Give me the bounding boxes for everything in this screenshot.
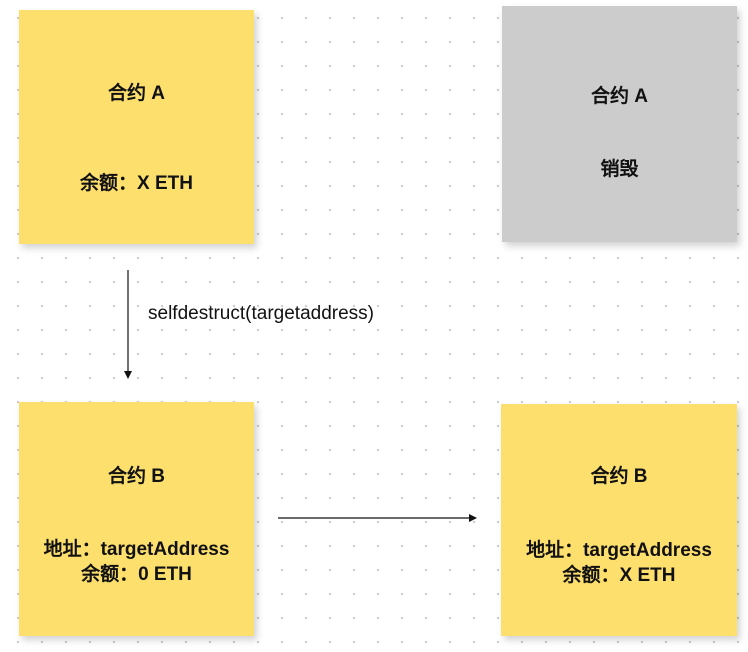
selfdestruct-label: selfdestruct(targetaddress) <box>148 303 374 324</box>
contract-b-after-note: 合约 B 地址：targetAddress 余额：X ETH <box>501 404 737 636</box>
contract-b-after-title: 合约 B <box>590 466 648 487</box>
contract-a-destroyed-title: 合约 A <box>590 86 648 107</box>
contract-b-note: 合约 B 地址：targetAddress 余额：0 ETH <box>19 402 254 636</box>
contract-b-after-balance: 余额：X ETH <box>562 565 676 586</box>
contract-a-destroyed-status: 销毁 <box>600 159 639 180</box>
contract-a-title: 合约 A <box>107 83 165 104</box>
contract-b-address: 地址：targetAddress <box>43 539 230 560</box>
contract-b-title: 合约 B <box>107 466 165 487</box>
contract-a-destroyed-note: 合约 A 销毁 <box>502 6 737 242</box>
contract-b-after-address: 地址：targetAddress <box>526 540 712 561</box>
contract-a-balance: 余额：X ETH <box>80 173 193 194</box>
contract-a-note: 合约 A 余额：X ETH <box>19 10 254 244</box>
contract-b-balance: 余额：0 ETH <box>81 564 192 585</box>
